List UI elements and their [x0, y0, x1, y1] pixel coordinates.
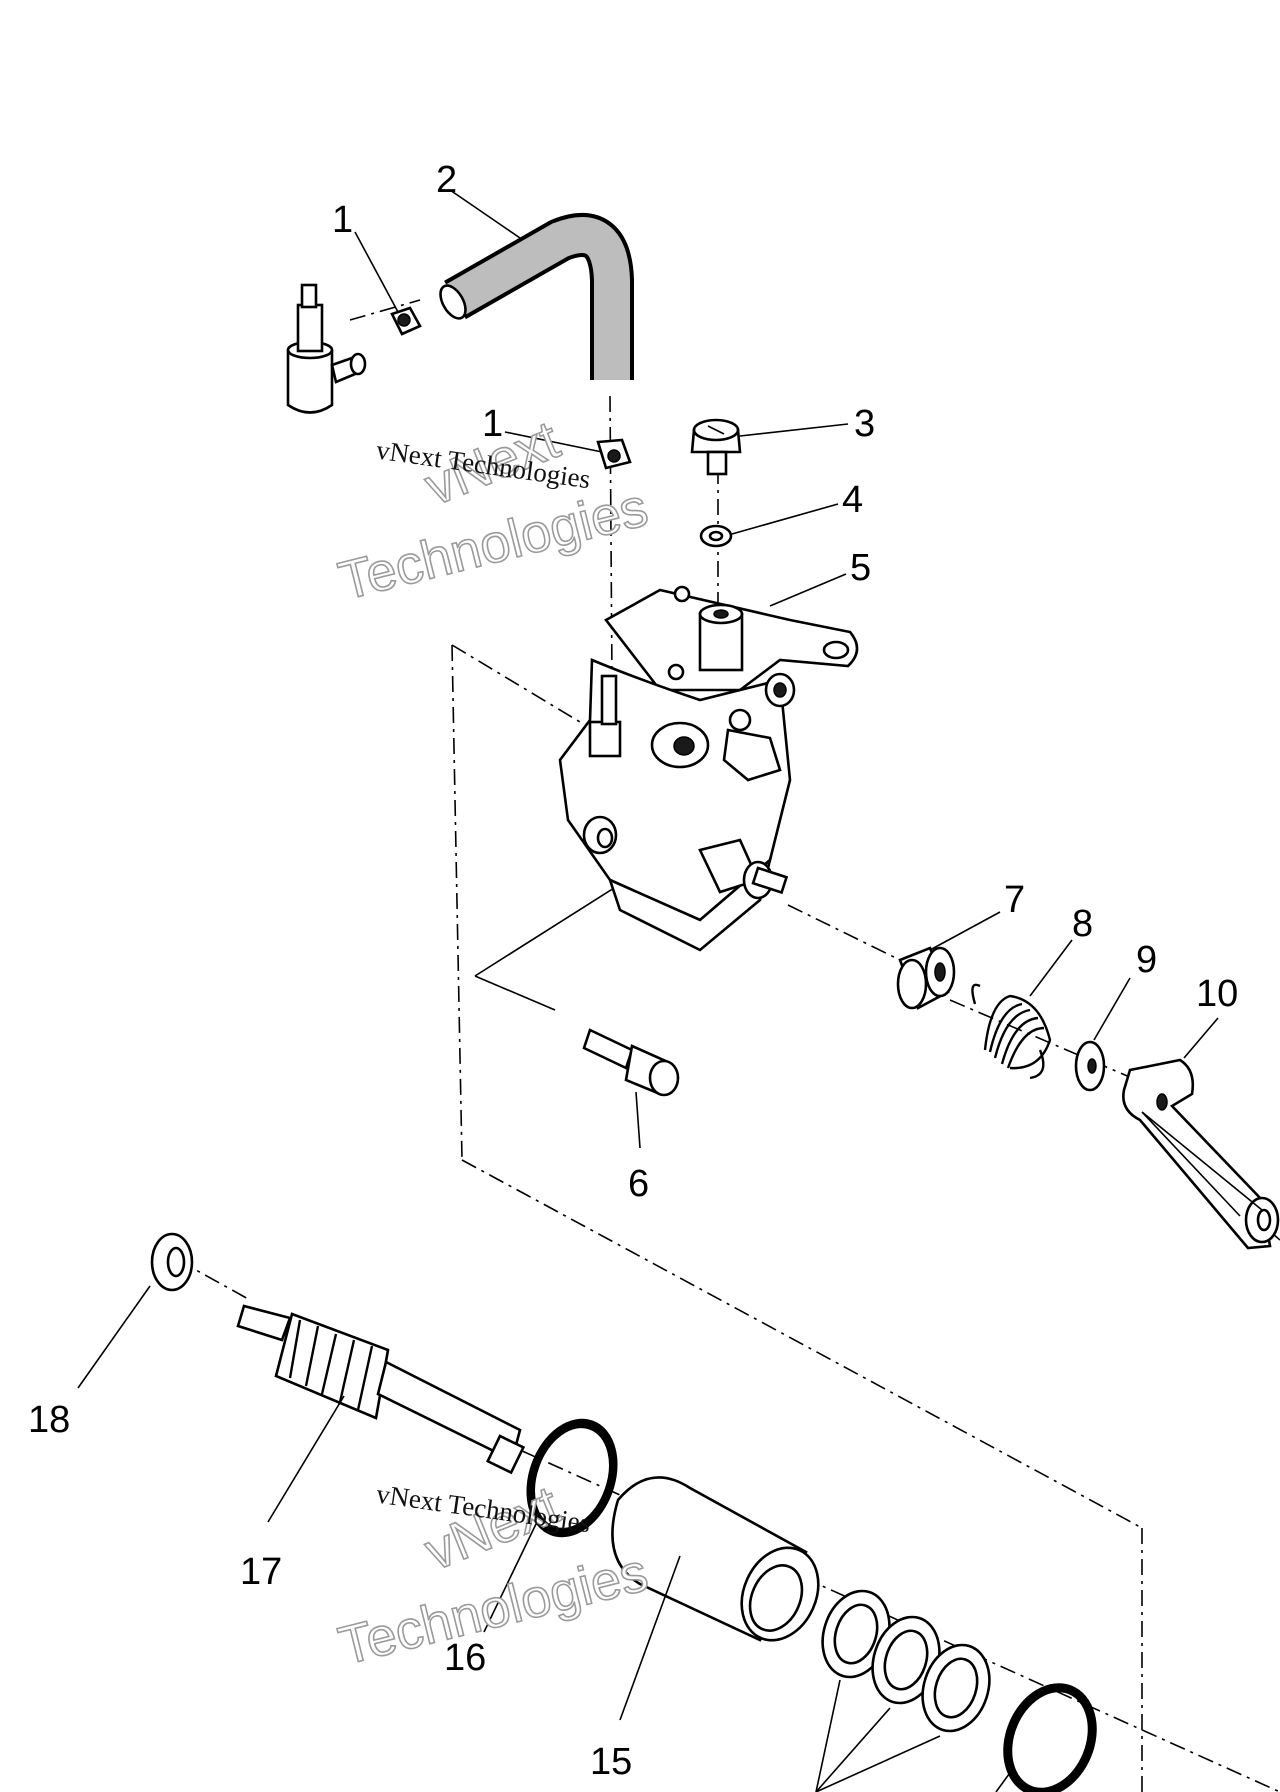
callout-1-lower: 1	[482, 403, 503, 445]
callout-6: 6	[628, 1163, 649, 1205]
hose-fitting-part	[286, 283, 367, 414]
callout-7: 7	[1004, 879, 1025, 921]
callout-9: 9	[1136, 939, 1157, 981]
part-10-lever	[1122, 1058, 1280, 1250]
part-18-washer	[150, 1232, 194, 1292]
callout-labels: 1 2 1 3 4 5 6 7 8 9 10 15 16 17 18	[28, 159, 1238, 1783]
callout-8: 8	[1072, 903, 1093, 945]
assembly-boundary	[451, 644, 1143, 1792]
part-3-bolt	[690, 418, 742, 476]
part-6-bolt	[582, 1028, 680, 1097]
watermark-upper: vNext Technologies vNext Technologies	[332, 409, 654, 612]
part-1-clamp-upper	[390, 306, 422, 336]
callout-17: 17	[240, 1551, 282, 1593]
watermark-lower-big-bottom: Technologies	[333, 1542, 653, 1676]
callout-18: 18	[28, 1399, 70, 1441]
part-15-sleeve	[611, 1476, 820, 1642]
leader-lines	[77, 189, 1263, 1792]
callout-1-upper: 1	[332, 199, 353, 241]
part-2-hose	[439, 213, 634, 380]
washer-set	[821, 1589, 1097, 1792]
watermark-upper-big-bottom: Technologies	[333, 477, 653, 611]
part-5-oil-pump-body	[558, 585, 859, 952]
part-4-washer	[699, 524, 733, 548]
part-17-drive-gear-shaft	[236, 1304, 526, 1475]
callout-15: 15	[590, 1741, 632, 1783]
part-16-o-ring	[526, 1418, 618, 1538]
part-7-bushing	[896, 946, 956, 1010]
callout-10: 10	[1196, 973, 1238, 1015]
callout-5: 5	[850, 547, 871, 589]
part-1-clamp-lower	[596, 438, 632, 470]
callout-4: 4	[842, 479, 863, 521]
part-8-spring	[971, 983, 1052, 1080]
part-9-washer	[1074, 1040, 1106, 1092]
callout-16: 16	[444, 1637, 486, 1679]
callout-2: 2	[436, 159, 457, 201]
callout-3: 3	[854, 403, 875, 445]
